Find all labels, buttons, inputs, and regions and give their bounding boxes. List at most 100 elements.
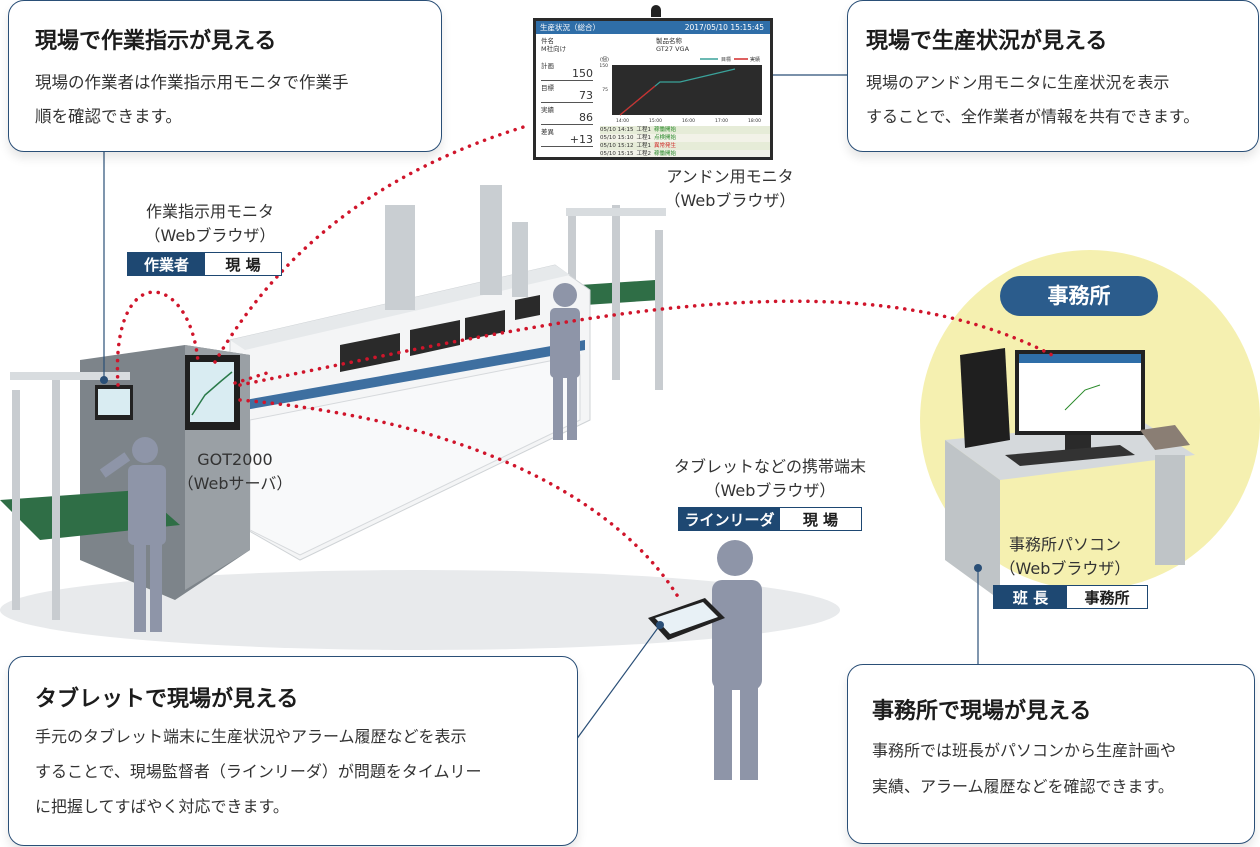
andon-stat-label: 実績 (541, 106, 554, 114)
callout-title: 現場で作業指示が見える (35, 29, 277, 54)
andon-ytick: 150 (600, 63, 608, 69)
label-line: （Webブラウザ） (999, 559, 1131, 578)
label-line: （Webサーバ） (177, 474, 293, 493)
andon-log-line: 工程1 (636, 127, 651, 133)
andon-log-time: 05/10 15:12 (600, 143, 634, 149)
callout-body-line: することで、全作業者が情報を共有できます。 (866, 107, 1200, 126)
label-line: 作業指示用モニタ (145, 202, 274, 221)
badge-role: 作業者 (128, 253, 205, 275)
callout-body: 現場のアンドン用モニタに生産状況を表示 することで、全作業者が情報を共有できます… (866, 66, 1199, 134)
andon-log-line: 工程1 (636, 143, 651, 149)
andon-chart-unit: (個) (600, 56, 609, 63)
andon-actual-line (619, 85, 656, 116)
andon-stat-label: 目標 (541, 84, 554, 92)
andon-xtick: 18:00 (748, 118, 761, 124)
badge-office: 班 長 事務所 (993, 585, 1148, 609)
office-tag: 事務所 (1000, 276, 1158, 316)
andon-log-msg: 点検開始 (653, 135, 676, 141)
callout-production-status: 現場で生産状況が見える 現場のアンドン用モニタに生産状況を表示 することで、全作… (847, 0, 1259, 152)
callout-body: 現場の作業者は作業指示用モニタで作業手 順を確認できます。 (35, 66, 349, 134)
andon-stand (651, 5, 661, 17)
connection-lines (115, 123, 1054, 602)
callout-title: 現場で生産状況が見える (866, 29, 1108, 54)
andon-chart: (個) 150 75 目標 実績 14:00 15:00 16:00 17:00… (600, 56, 762, 124)
leader-lines (103, 74, 979, 741)
callout-tablet: タブレットで現場が見える 手元のタブレット端末に生産状況やアラーム履歴などを表示… (8, 656, 578, 846)
badge-place: 事務所 (1067, 586, 1147, 608)
andon-item-value: M社向け (541, 45, 567, 53)
andon-monitor: 生産状況（総合） 2017/05/10 15:15:45 件名 M社向け 製品名… (533, 18, 773, 160)
andon-xtick: 14:00 (616, 118, 629, 124)
andon-product-label: 製品名称 (656, 37, 682, 45)
andon-stat-row: 計画 150 (541, 59, 593, 81)
link-work-monitor (115, 290, 200, 387)
badge-place: 現 場 (205, 253, 281, 275)
andon-item-label: 件名 (541, 37, 554, 45)
andon-stat-value: 150 (572, 67, 593, 80)
label-got: GOT2000 （Webサーバ） (170, 448, 300, 496)
andon-product-value: GT27 VGA (656, 45, 690, 53)
andon-stat-row: 実績 86 (541, 103, 593, 125)
andon-stat-label: 計画 (541, 62, 554, 70)
worker-figure (99, 437, 166, 632)
callout-body-line: 現場のアンドン用モニタに生産状況を表示 (866, 73, 1170, 92)
label-line: タブレットなどの携帯端末 (673, 457, 866, 476)
andon-header-title: 生産状況（総合） (540, 23, 600, 32)
andon-log-line: 工程1 (636, 135, 651, 141)
andon-stat-value: 86 (579, 111, 593, 124)
andon-xtick: 15:00 (649, 118, 662, 124)
andon-log-msg: 異常発生 (653, 143, 676, 149)
andon-stat-label: 差異 (541, 128, 554, 136)
callout-body-line: 事務所では班長がパソコンから生産計画や (872, 741, 1177, 760)
callout-body-line: 実績、アラーム履歴などを確認できます。 (872, 777, 1174, 796)
andon-stat-value: 73 (579, 89, 593, 102)
callout-body-line: することで、現場監督者（ラインリーダ）が問題をタイムリー (35, 762, 482, 781)
andon-stat-value: +13 (569, 133, 593, 146)
callout-body: 事務所では班長がパソコンから生産計画や 実績、アラーム履歴などを確認できます。 (872, 733, 1176, 805)
badge-role: 班 長 (994, 586, 1068, 608)
callout-body-line: に把握してすばやく対応できます。 (35, 797, 289, 816)
badge-work: 作業者 現 場 (127, 252, 282, 276)
line-leader-figure (690, 540, 762, 780)
andon-stat-row: 差異 +13 (541, 125, 593, 147)
callout-body-line: 順を確認できます。 (35, 107, 182, 126)
legend-target: 目標 (721, 56, 731, 63)
andon-log-time: 05/10 15:10 (600, 135, 634, 141)
production-machine (229, 185, 591, 561)
label-line: （Webブラウザ） (664, 191, 796, 210)
badge-place: 現 場 (779, 508, 861, 530)
andon-log-msg: 稼働開始 (653, 127, 676, 133)
andon-log-time: 05/10 15:15 (600, 151, 634, 157)
callout-office: 事務所で現場が見える 事務所では班長がパソコンから生産計画や 実績、アラーム履歴… (847, 664, 1255, 844)
machine-operator-figure (550, 283, 580, 440)
label-work-monitor: 作業指示用モニタ （Webブラウザ） (120, 200, 300, 248)
andon-xtick: 17:00 (715, 118, 728, 124)
andon-header-time: 2017/05/10 15:15:45 (684, 23, 764, 32)
callout-work-instruction: 現場で作業指示が見える 現場の作業者は作業指示用モニタで作業手 順を確認できます… (8, 0, 442, 152)
callout-body-line: 現場の作業者は作業指示用モニタで作業手 (35, 73, 349, 92)
andon-log-msg: 稼働開始 (653, 151, 676, 157)
link-office (238, 299, 1054, 387)
andon-stats: 計画 150 目標 73 実績 86 差異 +13 (541, 59, 593, 147)
label-line: アンドン用モニタ (666, 167, 794, 186)
andon-header: 生産状況（総合） 2017/05/10 15:15:45 (536, 21, 770, 34)
andon-xtick: 16:00 (682, 118, 695, 124)
callout-body-line: 手元のタブレット端末に生産状況やアラーム履歴などを表示 (35, 727, 467, 746)
label-line: （Webブラウザ） (144, 226, 276, 245)
callout-title: 事務所で現場が見える (872, 699, 1092, 724)
callout-body: 手元のタブレット端末に生産状況やアラーム履歴などを表示 することで、現場監督者（… (35, 719, 482, 824)
label-line: 事務所パソコン (1008, 535, 1121, 554)
andon-ytick: 75 (602, 87, 608, 93)
badge-tablet: ラインリーダ 現 場 (678, 507, 862, 531)
label-andon-monitor: アンドン用モニタ （Webブラウザ） (650, 165, 810, 213)
office-desk (945, 348, 1195, 600)
label-line: GOT2000 (197, 450, 273, 469)
legend-actual: 実績 (750, 56, 760, 63)
andon-log-time: 05/10 14:15 (600, 127, 634, 133)
